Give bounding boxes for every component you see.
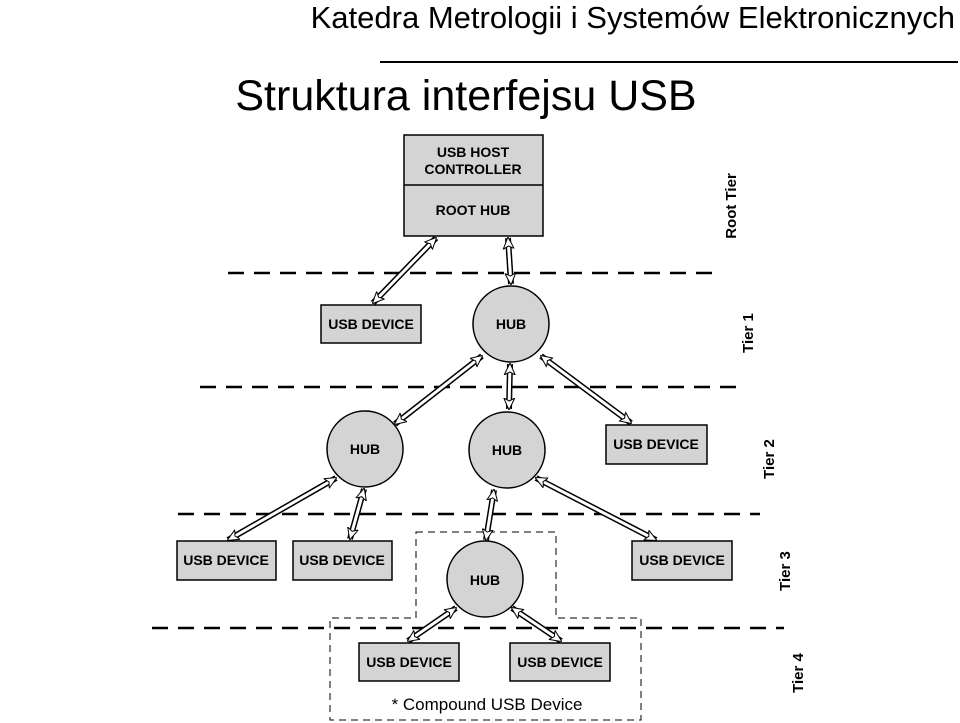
- t2-hub-center-label: HUB: [492, 442, 522, 458]
- link-t2hubleft-t3device1: [228, 475, 336, 543]
- root-hub-label: ROOT HUB: [436, 202, 511, 218]
- host-controller-label-1: USB HOST: [437, 144, 510, 160]
- t4-usb-device-2-label: USB DEVICE: [517, 654, 603, 670]
- compound-device-note: * Compound USB Device: [392, 695, 583, 714]
- link-t2hubcenter-t3device4: [536, 475, 656, 543]
- t3-usb-device-2-label: USB DEVICE: [299, 552, 385, 568]
- compound-device-outline: [329, 531, 642, 721]
- t1-usb-device: USB DEVICE: [320, 304, 422, 344]
- t3-hub-label: HUB: [470, 572, 500, 588]
- link-t1hub-t2hubleft: [393, 353, 484, 427]
- t1-hub-label: HUB: [496, 316, 526, 332]
- tier-label-2: Tier 2: [761, 439, 778, 479]
- t3-usb-device-2: USB DEVICE: [292, 540, 393, 581]
- link-roothub-t1device: [370, 235, 439, 306]
- t3-usb-device-1-label: USB DEVICE: [183, 552, 269, 568]
- t2-hub-left: HUB: [326, 410, 404, 488]
- t4-usb-device-2: USB DEVICE: [509, 642, 611, 682]
- department-name: Katedra Metrologii i Systemów Elektronic…: [311, 0, 955, 35]
- tier-label-root: Root Tier: [723, 173, 740, 239]
- link-t2hubleft-t3device2: [350, 489, 364, 539]
- t2-hub-left-label: HUB: [350, 441, 380, 457]
- t3-usb-device-1: USB DEVICE: [176, 540, 277, 581]
- link-t3hub-t4device1: [408, 605, 456, 644]
- link-t3hub-t4device2: [512, 605, 561, 644]
- link-t1hub-t2hubcenter: [509, 364, 510, 409]
- tier-label-4: Tier 4: [790, 652, 807, 692]
- link-roothub-t1hub: [508, 238, 511, 284]
- t3-hub: HUB: [446, 540, 524, 618]
- t4-usb-device-1-label: USB DEVICE: [366, 654, 452, 670]
- t4-usb-device-1: USB DEVICE: [358, 642, 460, 682]
- tier-label-1: Tier 1: [740, 313, 757, 353]
- connections: [228, 235, 656, 644]
- t3-usb-device-4-label: USB DEVICE: [639, 552, 725, 568]
- link-t2hubcenter-t3hub: [486, 490, 494, 540]
- t2-hub-center: HUB: [468, 411, 546, 489]
- t1-hub: HUB: [472, 285, 550, 363]
- host-controller: USB HOST CONTROLLER ROOT HUB: [403, 134, 544, 237]
- t3-usb-device-4: USB DEVICE: [631, 540, 733, 581]
- t2-usb-device: USB DEVICE: [605, 424, 708, 465]
- tier-label-3: Tier 3: [777, 551, 794, 591]
- t1-usb-device-label: USB DEVICE: [328, 316, 414, 332]
- host-controller-label-2: CONTROLLER: [424, 161, 521, 177]
- link-t1hub-t2device: [539, 353, 633, 426]
- t2-usb-device-label: USB DEVICE: [613, 436, 699, 452]
- page-title: Struktura interfejsu USB: [235, 72, 696, 120]
